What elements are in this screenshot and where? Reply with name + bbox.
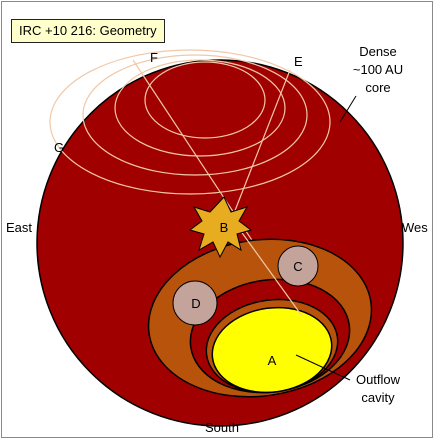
star-b bbox=[188, 196, 253, 259]
label-core-2: ~100 AU bbox=[353, 62, 403, 77]
arc-ring-2 bbox=[114, 59, 286, 157]
label-outflow-2: cavity bbox=[361, 390, 395, 405]
label-outflow-1: Outflow bbox=[356, 372, 401, 387]
clump-c bbox=[277, 245, 319, 287]
label-east: East bbox=[6, 220, 32, 235]
label-south: South bbox=[205, 420, 239, 435]
label-west: Wes bbox=[402, 220, 428, 235]
label-b: B bbox=[220, 220, 229, 235]
label-core-3: core bbox=[365, 80, 390, 95]
cavity-pointer-line bbox=[295, 354, 351, 381]
core-pointer-line bbox=[339, 95, 357, 123]
label-c: C bbox=[293, 259, 302, 274]
arc-ring-3 bbox=[82, 54, 308, 176]
label-e: E bbox=[294, 54, 303, 69]
clump-d bbox=[172, 280, 218, 326]
label-a: A bbox=[268, 353, 277, 368]
sight-line-left-front bbox=[239, 229, 303, 317]
upper-arcs bbox=[49, 49, 331, 195]
label-f: F bbox=[150, 50, 158, 65]
arc-ring-4 bbox=[49, 49, 331, 195]
diagram-title: IRC +10 216: Geometry bbox=[11, 19, 165, 43]
arc-ring-1 bbox=[144, 61, 266, 139]
outflow-cavity bbox=[211, 306, 333, 394]
label-g: G bbox=[54, 140, 64, 155]
label-core-1: Dense bbox=[359, 44, 397, 59]
label-d: D bbox=[191, 296, 200, 311]
sight-lines-front bbox=[239, 229, 303, 317]
